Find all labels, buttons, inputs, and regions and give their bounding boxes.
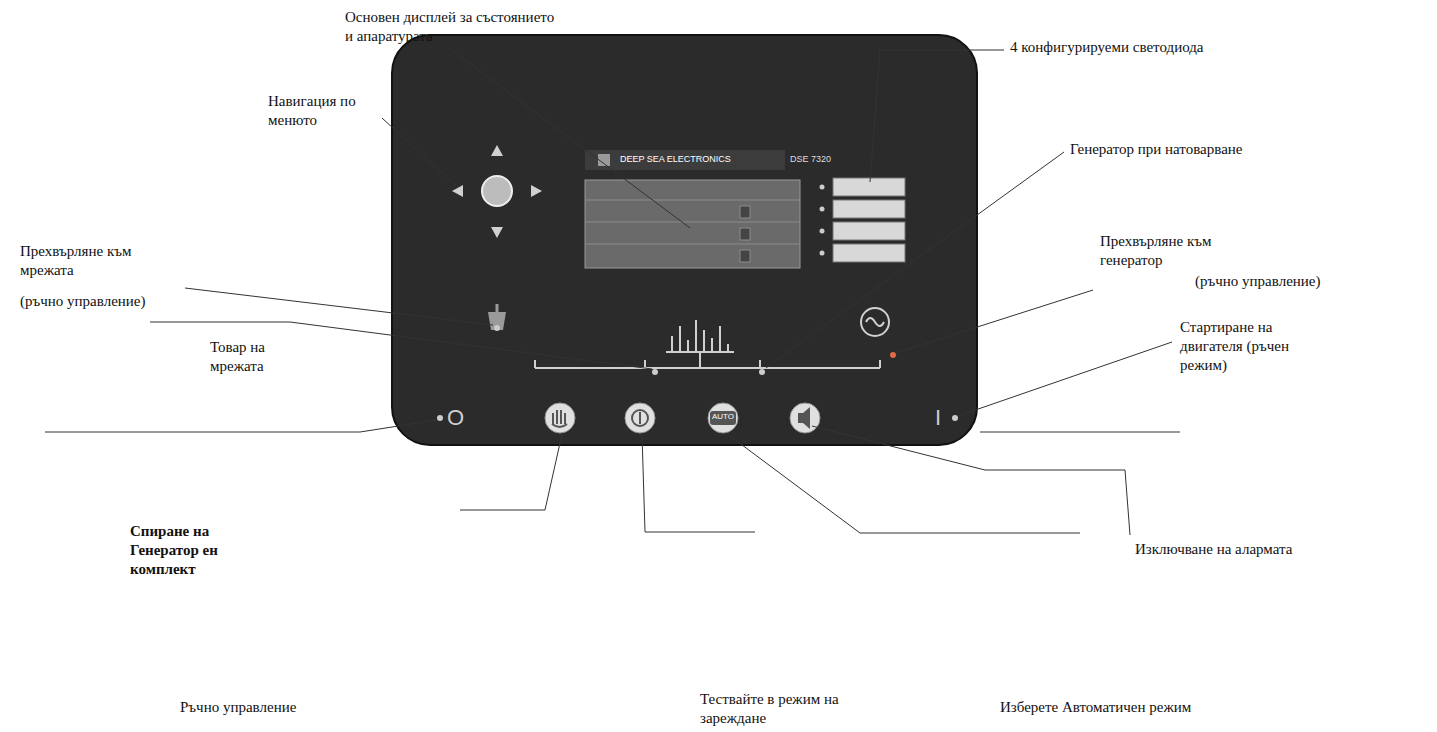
led-column [820, 178, 906, 262]
nav-callout: Навигация по менюто [268, 92, 386, 130]
mode-note: (ръчно управление) [20, 292, 200, 311]
mimic-diagram [535, 320, 880, 375]
lcd-grid [585, 200, 800, 262]
gen-load-callout: Генератор при натоварване [1070, 140, 1310, 159]
display-callout: Основен дисплей за състоянието и апарату… [345, 8, 555, 46]
mode-note: (ръчно управление) [1195, 272, 1365, 291]
led-callout: 4 конфигурируеми светодиода [1010, 38, 1280, 57]
buttons [437, 403, 958, 433]
leader-lines [45, 50, 1180, 535]
gen-transfer-callout: Прехвърляне към генератор [1100, 232, 1260, 270]
auto-text: AUTO [708, 412, 738, 422]
nav-pad [452, 145, 542, 238]
manual-callout: Ръчно управление [180, 698, 360, 717]
mains-icon [488, 304, 506, 331]
generator-icon [861, 308, 896, 358]
stop-symbol: O [447, 404, 477, 432]
start-symbol: I [935, 404, 955, 432]
mains-load-callout: Товар на мрежата [210, 338, 320, 376]
test-callout: Тествайте в режим на зареждане [700, 690, 860, 728]
model-text: DSE 7320 [790, 154, 850, 165]
alarm-callout: Изключване на алармата [1135, 540, 1375, 559]
start-callout: Стартиране на двигателя (ръчен режим) [1180, 318, 1330, 374]
lcd-screen [585, 180, 800, 268]
mains-transfer-callout: Прехвърляне към мрежата [20, 242, 185, 280]
brand-band [585, 150, 785, 170]
brand-text: DEEP SEA ELECTRONICS [620, 154, 780, 165]
auto-callout: Изберете Автоматичен режим [1000, 698, 1240, 717]
panel-housing [392, 35, 977, 445]
stop-callout: Спиране на Генератор ен комплект [130, 522, 220, 578]
